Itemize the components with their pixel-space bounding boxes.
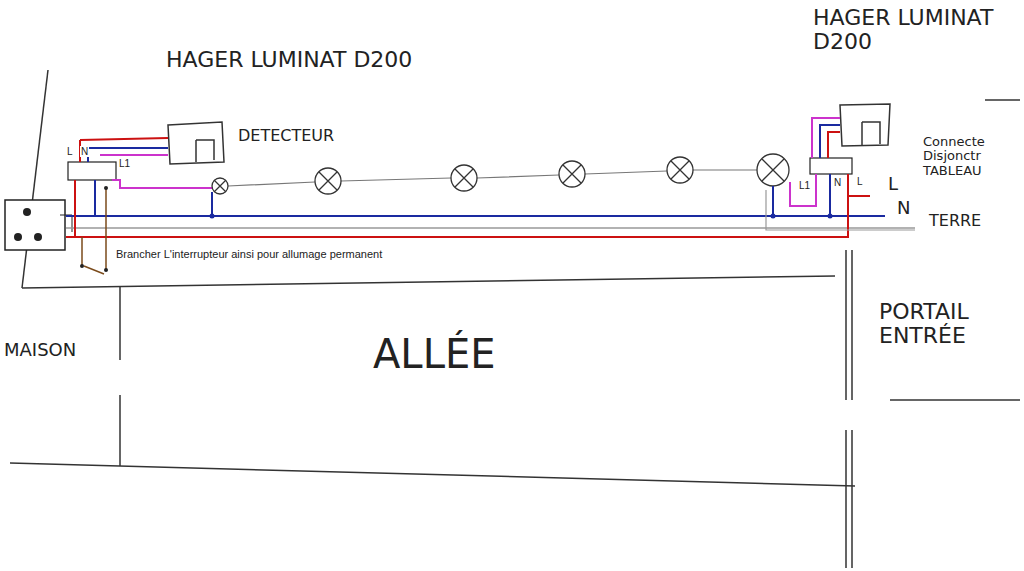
terminal-block [68,162,116,180]
switched-wire [812,118,840,158]
earth-wire [766,190,915,230]
area-name: MAISON [3,340,77,360]
terminal-block [810,158,852,174]
live-wire [828,132,840,158]
switched-wire [100,154,168,156]
note: Brancher L'interrupteur ainsi pour allum… [115,248,383,260]
neutral-wire [820,125,840,158]
switch-symbol [80,186,108,274]
live-wire [847,174,849,196]
device-name: HAGER LUMINAT D200 [812,6,1014,54]
pin-name: L [856,176,864,187]
switched-wire [112,180,212,188]
pin-name: N [80,146,89,157]
pin-name: L [66,146,74,157]
pin-name: L1 [118,158,131,169]
detector-symbol [840,104,890,146]
part-name: DETECTEUR [237,127,335,145]
neutral-wire [66,215,885,217]
neutral-wire [211,192,213,216]
pin-name: N [833,177,842,188]
junction-dot [210,214,833,219]
neutral-wire [772,186,774,216]
lamp-symbol [212,154,789,194]
socket-outlet [5,200,72,250]
device-name: HAGER LUMINAT D200 [165,48,413,72]
live-wire [66,196,870,237]
signal-name: TERRE [928,212,982,230]
signal-name: N [896,198,911,218]
note: Connecte Disjonctr TABLEAU [922,135,1020,178]
site-outline [10,70,1020,568]
detector-symbol [168,122,224,164]
live-wire [74,180,76,237]
area-name: PORTAIL ENTRÉE [878,300,1020,348]
signal-name: L [887,174,899,194]
neutral-wire [94,180,96,216]
neutral-wire [829,174,831,216]
pin-name: L1 [798,180,811,191]
switched-wire [790,174,816,206]
earth-wire [66,227,915,229]
area-name: ALLÉE [372,332,496,376]
